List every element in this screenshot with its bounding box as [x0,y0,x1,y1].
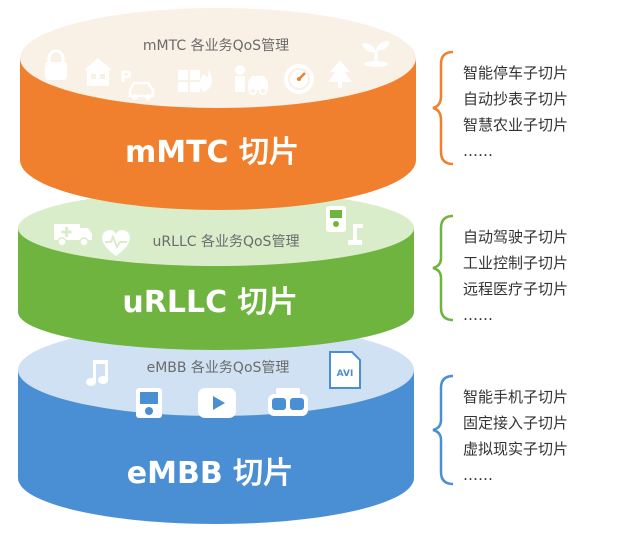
embb-qos-label: eMBB 各业务QoS管理 [147,360,290,376]
plant-sprout-icon [362,41,390,67]
house-icon [84,58,112,86]
embb-slice-list: 智能手机子切片 固定接入子切片 虚拟现实子切片 …… [463,384,568,488]
mmtc-title: mMTC 切片 [125,135,299,170]
list-item: 远程医疗子切片 [463,280,569,298]
list-item: 工业控制子切片 [463,254,569,272]
avi-file-icon: AVI [329,351,361,389]
mmtc-qos-label: mMTC 各业务QoS管理 [143,38,289,54]
lock-icon [45,49,67,80]
svg-text:AVI: AVI [337,369,354,379]
heart-rate-icon [102,230,130,256]
list-item: 自动驾驶子切片 [463,228,569,246]
smart-building-icon [178,70,213,92]
play-button-icon [198,388,236,418]
tree-icon [328,60,352,88]
mmtc-cylinder-top [20,8,416,108]
mmtc-brace [432,50,454,166]
parking-car-icon: P [120,67,155,100]
embb-title: eMBB 切片 [127,456,293,491]
autonomous-car-icon [326,206,346,232]
list-item: 智能手机子切片 [463,388,569,406]
svg-text:P: P [120,67,132,86]
list-item: 固定接入子切片 [463,414,569,432]
gauge-icon [284,64,314,94]
urllc-title: uRLLC 切片 [122,285,297,320]
urllc-slice-list: 自动驾驶子切片 工业控制子切片 远程医疗子切片 …… [463,224,568,328]
list-item: 自动抄表子切片 [463,90,569,108]
vr-headset-icon [268,388,308,416]
media-player-icon [136,388,162,418]
list-item: …… [463,306,493,324]
meter-reader-icon [235,65,268,95]
list-item: 智慧农业子切片 [463,116,569,134]
embb-cylinder-top [18,324,414,416]
list-item: 虚拟现实子切片 [463,440,569,458]
robot-arm-icon [348,224,363,245]
embb-layer: eMBB 各业务QoS管理 eMBB 切片 [18,324,414,524]
music-note-icon [86,360,108,386]
urllc-brace [432,214,454,322]
ambulance-icon [54,224,92,247]
list-item: …… [463,466,493,484]
urllc-layer: uRLLC 各业务QoS管理 uRLLC 切片 [18,190,414,350]
urllc-qos-label: uRLLC 各业务QoS管理 [153,234,300,250]
mmtc-slice-list: 智能停车子切片 自动抄表子切片 智慧农业子切片 …… [463,60,568,164]
list-item: 智能停车子切片 [463,64,569,82]
list-item: …… [463,142,493,160]
mmtc-layer: mMTC 各业务QoS管理 mMTC 切片 P [20,8,416,210]
embb-brace [432,374,454,486]
